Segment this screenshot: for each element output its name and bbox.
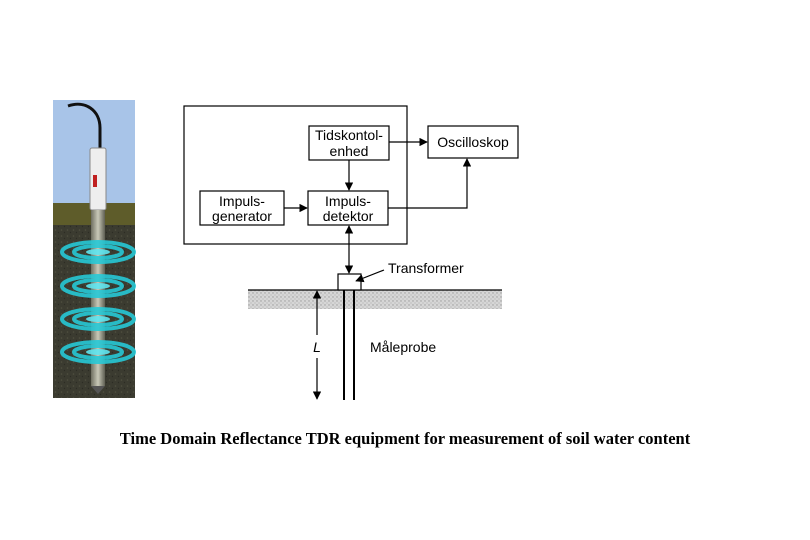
probe-photo — [53, 100, 136, 398]
impulsdetektor-label-1: Impuls- — [325, 193, 371, 209]
instrument-enclosure — [183, 105, 408, 245]
arrow-detektor-to-oscilloskop — [388, 158, 472, 209]
oscilloskop-label: Oscilloskop — [437, 134, 509, 150]
ground-section: Transformer Måleprobe L — [248, 260, 502, 400]
maaleprobe-label: Måleprobe — [370, 339, 436, 355]
impulsdetektor-box — [307, 190, 389, 226]
transformer-box — [337, 273, 362, 291]
transformer-pointer — [355, 269, 385, 283]
probe-handle — [89, 147, 107, 211]
tidskontrol-label-2: enhed — [330, 143, 369, 159]
oscilloskop-box — [427, 125, 519, 159]
field-rings — [60, 240, 136, 364]
tidskontrol-label-1: Tidskontol- — [315, 127, 383, 143]
ground-surface — [248, 290, 502, 309]
figure-caption: Time Domain Reflectance TDR equipment fo… — [119, 429, 691, 448]
length-label: L — [313, 339, 321, 355]
field-ring — [60, 307, 136, 331]
field-ring — [60, 240, 136, 264]
impulsgenerator-box — [199, 190, 285, 226]
impulsgenerator-label-1: Impuls- — [219, 193, 265, 209]
field-ring — [60, 340, 136, 364]
impulsdetektor-label-2: detektor — [323, 208, 374, 224]
tidskontrol-box — [308, 125, 390, 161]
probe-tip — [91, 386, 105, 394]
probe-logo-mark — [93, 175, 97, 187]
transformer-label: Transformer — [388, 260, 464, 276]
block-diagram: Tidskontol- enhed Oscilloskop Impuls- ge… — [183, 105, 519, 274]
probe-cable — [67, 102, 102, 148]
field-ring — [60, 274, 136, 298]
impulsgenerator-label-2: generator — [212, 208, 272, 224]
